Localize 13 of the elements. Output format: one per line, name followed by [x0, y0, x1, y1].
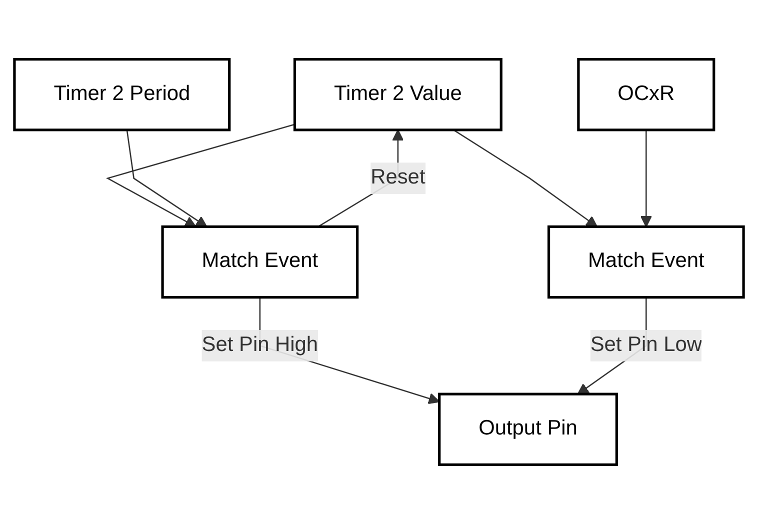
arrow [106, 124, 295, 228]
arrow [126, 130, 208, 228]
node-box: Match Event [547, 225, 745, 299]
arrow [640, 130, 652, 228]
node-box: OCxR [577, 58, 716, 132]
node-box: Output Pin [438, 392, 618, 466]
node-box: Timer 2 Period [13, 58, 231, 132]
node-box: Timer 2 Value [293, 58, 502, 132]
edge-label: Reset [370, 166, 426, 189]
arrow [453, 129, 598, 228]
node-box: Match Event [161, 225, 359, 299]
edge-label: Set Pin High [202, 334, 318, 356]
edge-label: Set Pin Low [590, 334, 702, 356]
